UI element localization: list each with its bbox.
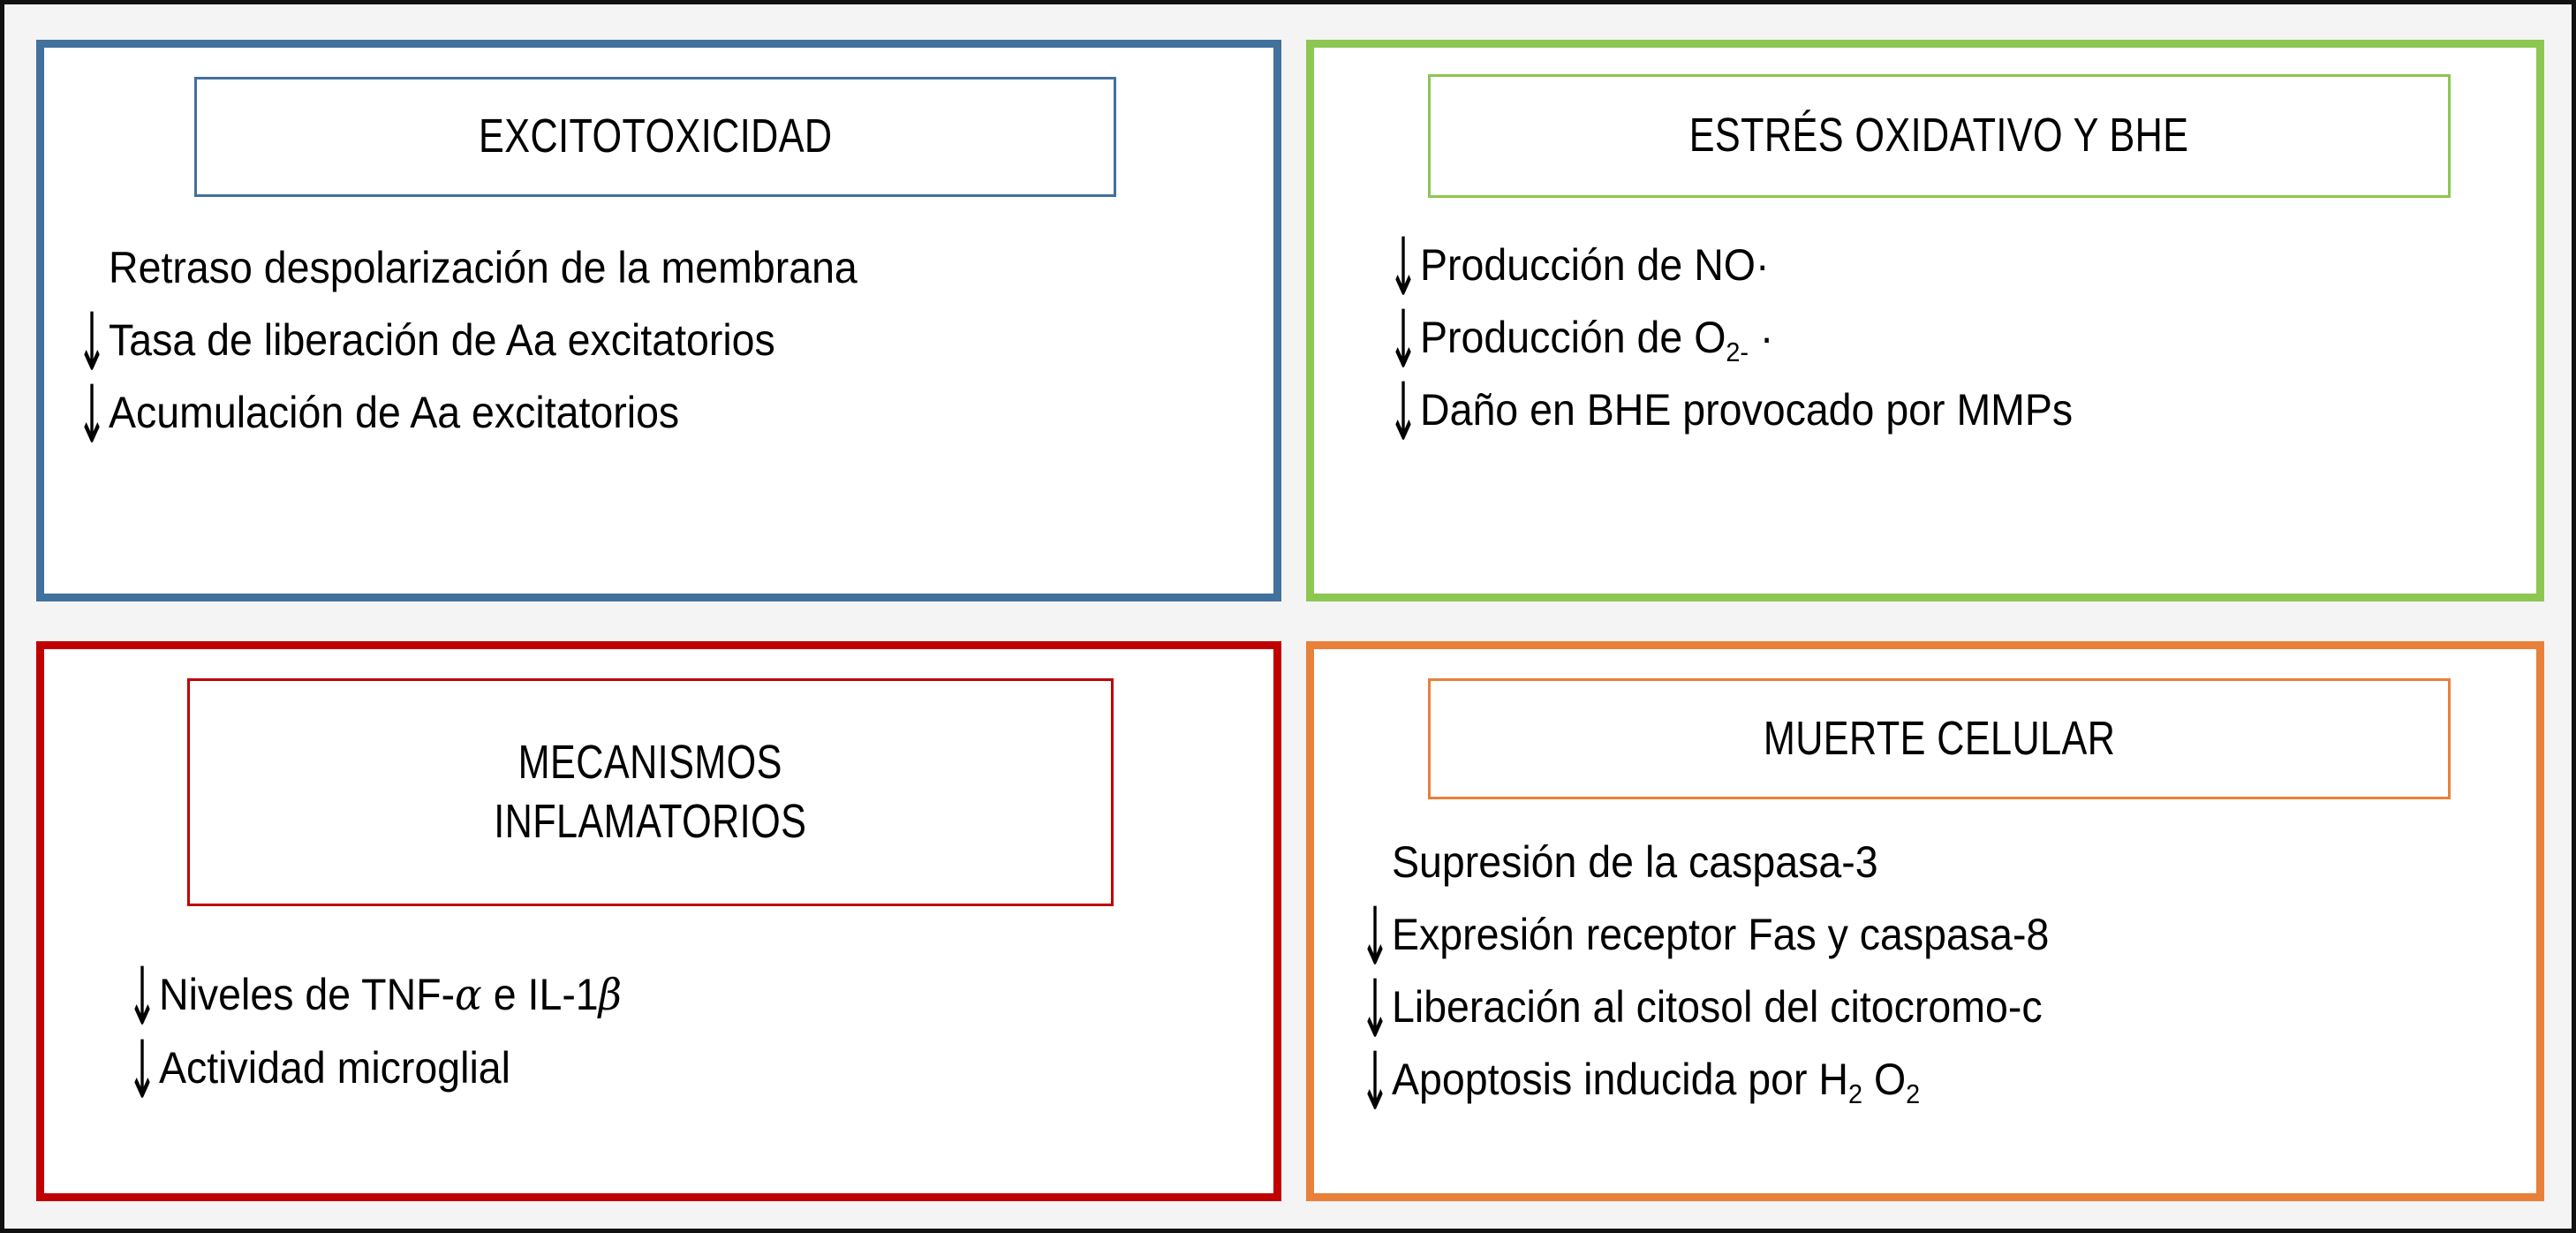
body-line: ↓Producción de O2- · xyxy=(1385,293,2527,387)
body-line-text: Actividad microglial xyxy=(159,1043,510,1093)
body-line: ↓Daño en BHE provocado por MMPs xyxy=(1385,366,2527,459)
down-arrow-icon: ↓ xyxy=(1388,293,1419,387)
panel-body-inflammatory-mechanisms: ↓Niveles de TNF-α e IL-1β↓Actividad micr… xyxy=(124,950,1265,1117)
body-line: ↓Niveles de TNF-α e IL-1β xyxy=(124,950,1265,1044)
body-line-text: Apoptosis inducida por H2 O2 xyxy=(1392,1055,1921,1109)
down-arrow-icon: ↓ xyxy=(127,1024,158,1117)
body-line-text: Supresión de la caspasa-3 xyxy=(1392,837,1878,887)
panel-body-oxidative-stress-bbb: ↓Producción de NO·↓Producción de O2- ·↓D… xyxy=(1385,221,2527,459)
panel-inflammatory-mechanisms: MECANISMOS INFLAMATORIOS ↓Niveles de TNF… xyxy=(36,641,1281,1201)
body-line-text: Retraso despolarización de la membrana xyxy=(109,243,857,292)
body-line-text: Niveles de TNF-α e IL-1β xyxy=(159,970,623,1020)
panel-title-box-oxidative-stress-bbb: ESTRÉS OXIDATIVO Y BHE xyxy=(1428,74,2451,198)
panel-cell-death: MUERTE CELULAR ↓Supresión de la caspasa-… xyxy=(1306,641,2544,1201)
down-arrow-icon: ↓ xyxy=(1360,963,1391,1056)
body-line-text: Acumulación de Aa excitatorios xyxy=(109,388,680,437)
body-line: ↓Retraso despolarización de la membrana xyxy=(73,240,1265,295)
body-line: ↓Liberación al citosol del citocromo-c xyxy=(1356,963,2527,1056)
body-line: ↓Acumulación de Aa excitatorios xyxy=(73,368,1265,462)
panel-title-excitotoxicity: EXCITOTOXICIDAD xyxy=(478,110,833,163)
panel-title-box-cell-death: MUERTE CELULAR xyxy=(1428,678,2451,799)
down-arrow-icon: ↓ xyxy=(127,950,158,1044)
body-line-text: Liberación al citosol del citocromo-c xyxy=(1392,982,2043,1032)
panel-oxidative-stress-bbb: ESTRÉS OXIDATIVO Y BHE ↓Producción de NO… xyxy=(1306,40,2544,601)
body-line: ↓Producción de NO· xyxy=(1385,221,2527,314)
panel-excitotoxicity: EXCITOTOXICIDAD ↓Retraso despolarización… xyxy=(36,40,1281,601)
panel-title-oxidative-stress-bbb: ESTRÉS OXIDATIVO Y BHE xyxy=(1689,109,2189,163)
panel-title-inflammatory-mechanisms: MECANISMOS INFLAMATORIOS xyxy=(494,735,807,849)
down-arrow-icon: ↓ xyxy=(1388,366,1419,459)
panel-title-box-excitotoxicity: EXCITOTOXICIDAD xyxy=(194,77,1116,197)
panel-body-excitotoxicity: ↓Retraso despolarización de la membrana↓… xyxy=(73,240,1265,462)
body-line-text: Daño en BHE provocado por MMPs xyxy=(1420,385,2074,435)
arrow-spacer: ↓ xyxy=(73,240,109,295)
panel-title-box-inflammatory-mechanisms: MECANISMOS INFLAMATORIOS xyxy=(187,678,1114,906)
down-arrow-icon: ↓ xyxy=(77,368,108,462)
body-line: ↓Tasa de liberación de Aa excitatorios xyxy=(73,296,1265,390)
down-arrow-icon: ↓ xyxy=(1360,890,1391,984)
down-arrow-icon: ↓ xyxy=(1360,1035,1391,1129)
arrow-spacer: ↓ xyxy=(1356,835,1392,889)
body-line: ↓Supresión de la caspasa-3 xyxy=(1356,835,2527,889)
panel-title-cell-death: MUERTE CELULAR xyxy=(1763,711,2116,765)
body-line-text: Tasa de liberación de Aa excitatorios xyxy=(109,315,775,365)
body-line-text: Producción de O2- · xyxy=(1420,313,1774,367)
down-arrow-icon: ↓ xyxy=(1388,221,1419,314)
body-line: ↓Actividad microglial xyxy=(124,1024,1265,1117)
panel-body-cell-death: ↓Supresión de la caspasa-3↓Expresión rec… xyxy=(1356,835,2527,1129)
down-arrow-icon: ↓ xyxy=(77,296,108,390)
body-line-text: Producción de NO· xyxy=(1420,240,1770,290)
body-line: ↓Apoptosis inducida por H2 O2 xyxy=(1356,1035,2527,1129)
body-line: ↓Expresión receptor Fas y caspasa-8 xyxy=(1356,890,2527,984)
body-line-text: Expresión receptor Fas y caspasa-8 xyxy=(1392,910,2050,959)
